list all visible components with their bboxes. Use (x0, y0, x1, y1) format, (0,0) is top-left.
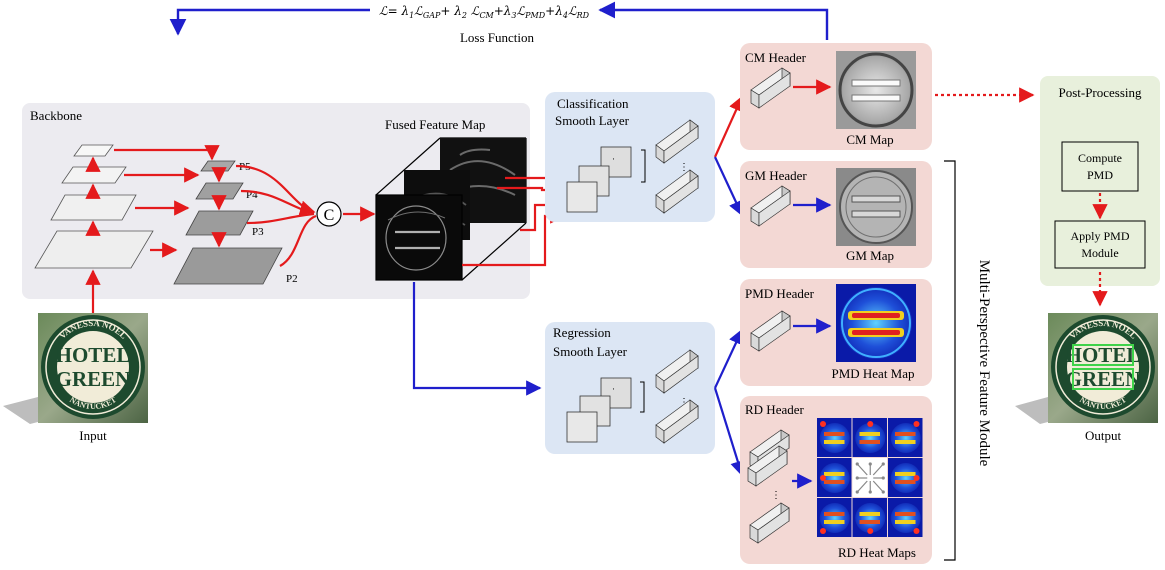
module-label: Multi-Perspective Feature Module (976, 260, 992, 467)
rd-header-title: RD Header (745, 402, 805, 417)
input-label: Input (79, 428, 107, 443)
loss-label: Loss Function (460, 30, 535, 45)
cls-cuboid-2 (655, 169, 699, 214)
enc-layer-2 (61, 166, 127, 184)
rd-heat-cell (852, 498, 887, 537)
fpn-p4 (195, 182, 244, 200)
svg-text:HOTEL: HOTEL (56, 343, 131, 367)
pmd-heat-map-image (836, 284, 916, 362)
cm-map-image (836, 51, 916, 129)
output-image: VANESSA NOEL NANTUCKET HOTEL GREEN Outpu… (1015, 313, 1158, 443)
enc-layer-3 (50, 194, 137, 221)
cm-header: CM Header CM Map (740, 43, 932, 150)
post-step2-line1: Apply PMD (1070, 229, 1129, 243)
cm-header-title: CM Header (745, 50, 807, 65)
classification-smooth-layer: Classification Smooth Layer · ⋮ (545, 92, 744, 222)
rd-heat-cell (888, 458, 923, 497)
gm-header-title: GM Header (745, 168, 807, 183)
svg-text:·: · (612, 154, 615, 164)
classification-title-1: Classification (557, 96, 629, 111)
svg-text:C: C (324, 207, 335, 224)
encoder-pyramid (34, 144, 154, 269)
post-title: Post-Processing (1058, 85, 1142, 100)
label-p3: P3 (252, 226, 264, 238)
post-step1-line2: PMD (1087, 168, 1113, 182)
fused-to-regression-arrow (412, 282, 542, 396)
svg-text:⋮: ⋮ (679, 162, 689, 173)
pmd-header: PMD Header PMD Heat Map (740, 279, 932, 386)
regression-title-2: Smooth Layer (553, 344, 628, 359)
fpn-p2 (173, 247, 283, 285)
rd-heat-cell (852, 458, 887, 497)
rd-map-label: RD Heat Maps (838, 545, 916, 560)
loss-arrow-right (598, 1, 829, 40)
pmd-header-title: PMD Header (745, 286, 815, 301)
regression-title-1: Regression (553, 325, 611, 340)
svg-text:⋮: ⋮ (771, 490, 781, 501)
gm-map-image (836, 168, 916, 246)
fused-label: Fused Feature Map (385, 117, 485, 132)
post-step1-line1: Compute (1078, 151, 1122, 165)
rd-heat-cell (817, 458, 852, 497)
svg-text:HOTEL: HOTEL (1066, 343, 1141, 367)
pmd-map-label: PMD Heat Map (831, 366, 914, 381)
post-processing-panel: Post-Processing Compute PMD Apply PMD Mo… (1040, 76, 1160, 307)
backbone-arrows (85, 145, 376, 313)
feature-slice-front (375, 194, 463, 281)
label-p2: P2 (286, 273, 298, 285)
svg-text:⋮: ⋮ (679, 397, 689, 408)
gm-map-label: GM Map (846, 248, 894, 263)
fused-feature-map: Fused Feature Map (375, 117, 575, 396)
reg-cuboid-1 (655, 349, 699, 394)
fpn-pyramid (173, 160, 283, 285)
classification-title-2: Smooth Layer (555, 113, 630, 128)
concat-node: C (316, 201, 342, 227)
cls-cuboid-1 (655, 119, 699, 164)
rd-header: RD Header ⋮ RD Heat Maps (740, 396, 932, 564)
enc-layer-4 (34, 230, 154, 269)
rd-heat-cell (817, 498, 852, 537)
rd-heat-maps-grid (817, 418, 923, 537)
regression-smooth-layer: Regression Smooth Layer · ⋮ (545, 322, 746, 477)
svg-text:GREEN: GREEN (1066, 367, 1141, 391)
gm-header: GM Header GM Map (740, 161, 932, 268)
loss-arrow-left (169, 8, 370, 36)
module-bracket: Multi-Perspective Feature Module (944, 160, 992, 561)
fpn-p3 (185, 210, 254, 236)
loss-function: ℒ= λ1ℒGAP+ λ2 ℒCM+λ3ℒPMD+λ4ℒRD Loss Func… (169, 1, 829, 45)
loss-formula: ℒ= λ1ℒGAP+ λ2 ℒCM+λ3ℒPMD+λ4ℒRD (379, 4, 590, 20)
reg-cuboid-2 (655, 399, 699, 444)
rd-heat-cell (817, 418, 852, 457)
enc-layer-1 (73, 144, 114, 157)
rd-heat-cell (888, 418, 923, 457)
cm-map-label: CM Map (846, 132, 893, 147)
rd-heat-cell (852, 418, 887, 457)
output-label: Output (1085, 428, 1122, 443)
input-image: VANESSA NOEL NANTUCKET HOTEL GREEN Input (3, 313, 148, 443)
post-step2-line2: Module (1081, 246, 1118, 260)
svg-text:·: · (612, 384, 615, 394)
svg-text:GREEN: GREEN (56, 367, 131, 391)
backbone-title: Backbone (30, 108, 82, 123)
rd-heat-cell (888, 498, 923, 537)
